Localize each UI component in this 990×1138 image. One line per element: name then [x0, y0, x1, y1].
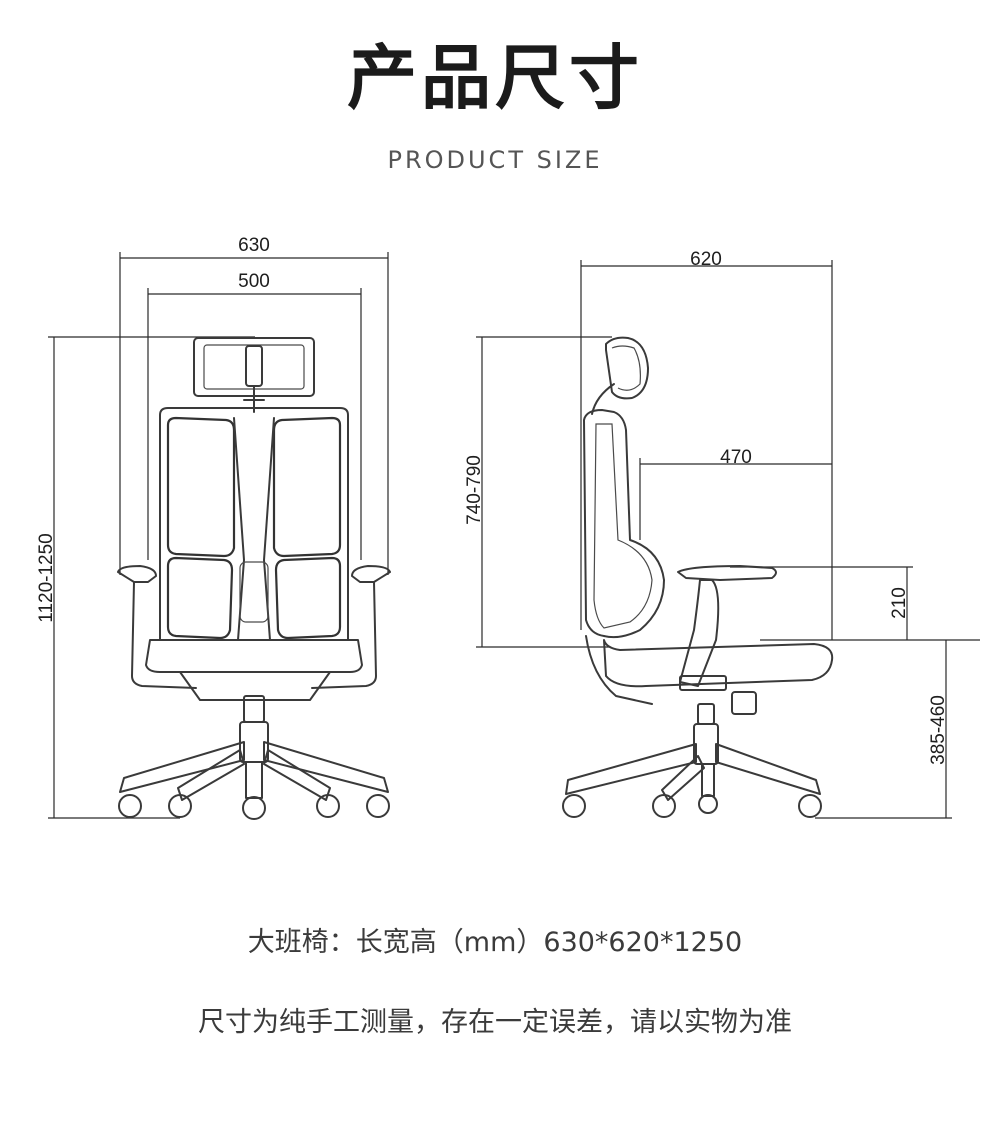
- front-height-label: 1120-1250: [36, 533, 57, 622]
- side-depth-label: 620: [690, 249, 722, 270]
- backrest-height-label: 740-790: [464, 455, 485, 525]
- disclaimer-note: 尺寸为纯手工测量，存在一定误差，请以实物为准: [198, 1007, 792, 1038]
- front-view: 630 500 1120-1250: [36, 235, 391, 820]
- front-width-dimension: 630: [119, 235, 389, 575]
- page-title: 产品尺寸: [347, 37, 643, 119]
- armrest-height-label: 210: [889, 587, 910, 619]
- seat-height-label: 385-460: [928, 695, 949, 765]
- front-height-dimension: 1120-1250: [36, 336, 255, 819]
- side-depth-dimension: 620: [580, 249, 833, 640]
- armrest-height-dimension: 210: [730, 566, 980, 641]
- dimensions-note: 大班椅：长宽高（mm）630*620*1250: [247, 927, 743, 958]
- front-inner-width-dimension: 500: [147, 271, 362, 560]
- front-width-label: 630: [238, 235, 270, 256]
- seat-depth-label: 470: [720, 447, 752, 468]
- page-subtitle: PRODUCT SIZE: [387, 146, 603, 174]
- front-inner-width-label: 500: [238, 271, 270, 292]
- seat-depth-dimension: 470: [639, 447, 832, 540]
- chair-side-drawing: [562, 336, 834, 818]
- seat-height-dimension: 385-460: [815, 640, 952, 819]
- backrest-height-dimension: 740-790: [464, 336, 612, 648]
- chair-front-drawing: [117, 337, 391, 820]
- side-view: 620 470 740-790 210 385-460: [464, 249, 980, 819]
